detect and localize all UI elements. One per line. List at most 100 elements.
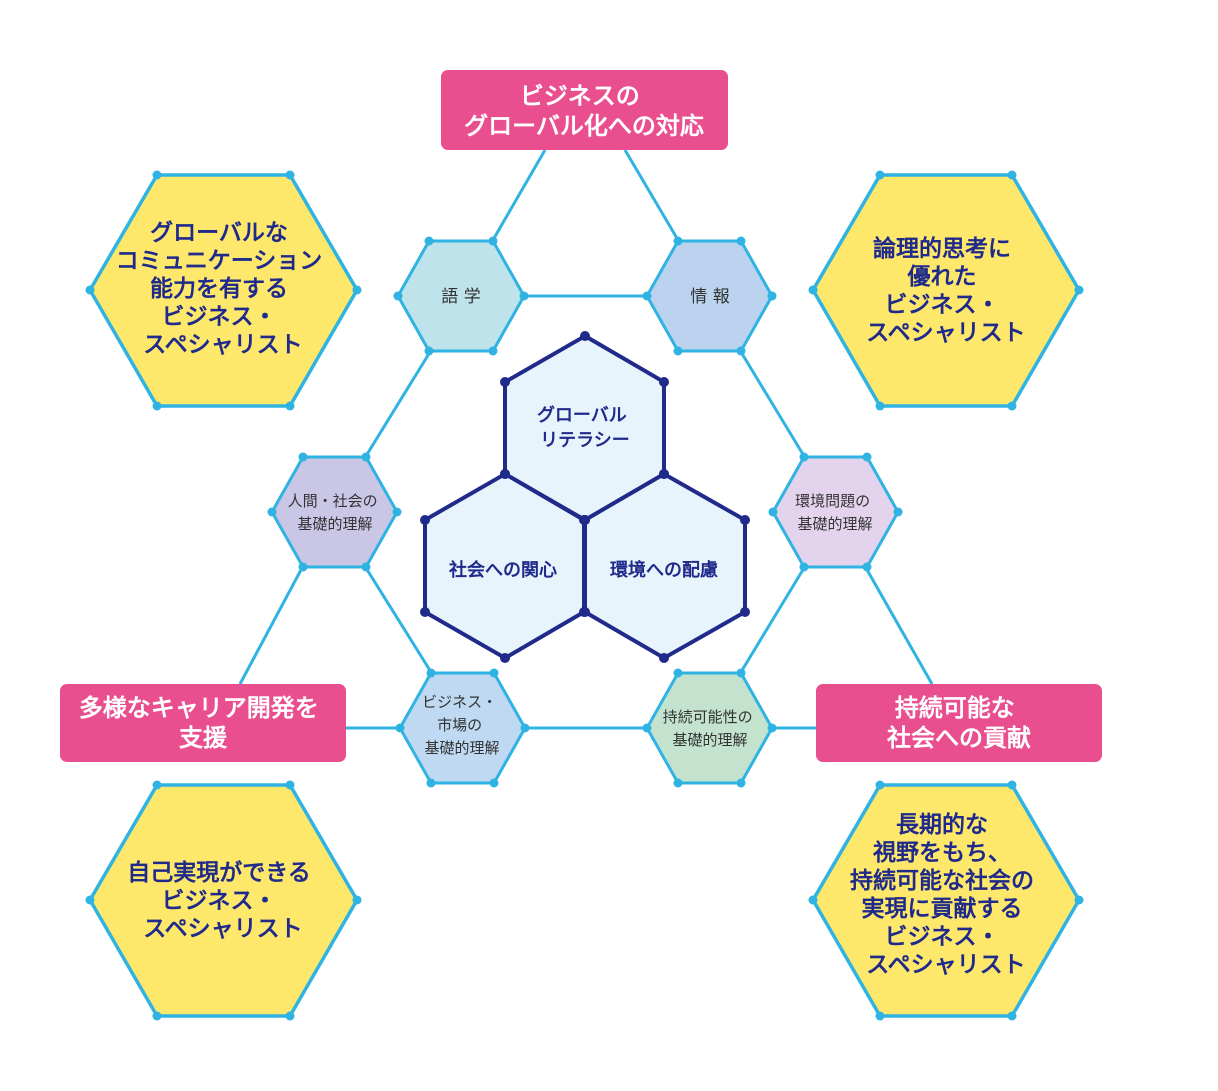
vertex-dot (488, 346, 498, 356)
specialist-line: スペシャリスト (143, 916, 302, 942)
subject-line: 基礎的理解 (672, 731, 747, 749)
connector-line (238, 567, 304, 685)
subject-line: ビジネス・ (422, 693, 497, 711)
vertex-dot (500, 469, 510, 479)
vertex-dot (298, 562, 308, 572)
subject-text-environment: 環境問題の 基礎的理解 (795, 492, 875, 533)
specialist-line: 自己実現ができる (127, 859, 311, 886)
vertex-dot (392, 507, 402, 517)
vertex-dot (893, 507, 903, 517)
goal-line: 社会への貢献 (887, 724, 1031, 752)
subject-line: 基礎的理解 (297, 515, 372, 533)
vertex-dot (420, 607, 430, 617)
core-text-left: 社会への関心 (449, 559, 557, 581)
vertex-dot (862, 562, 872, 572)
goal-right: 持続可能な 社会への貢献 (816, 684, 1102, 762)
specialist-bottom-right: 長期的な 視野をもち、 持続可能な社会の 実現に貢献する ビジネス・ スペシャリ… (810, 783, 1082, 1018)
subject-line: 環境問題の (795, 492, 870, 510)
goal-line: ビジネスの (520, 82, 640, 110)
subject-hexagon (270, 455, 399, 569)
subject-sustainability: 持続可能性の 基礎的理解 (645, 671, 774, 785)
specialist-line: 論理的思考に (873, 235, 1011, 262)
subject-human-society: 人間・社会の 基礎的理解 (270, 455, 399, 569)
subject-line: 持続可能性の (663, 708, 753, 726)
specialist-line: ビジネス・ (161, 304, 276, 330)
vertex-dot (298, 452, 308, 462)
vertex-dot (673, 778, 683, 788)
vertex-dot (767, 291, 777, 301)
connector-line (364, 351, 432, 457)
specialist-top-right: 論理的思考に 優れた ビジネス・ スペシャリスト (810, 173, 1082, 408)
connector-line (739, 351, 806, 457)
vertex-dot (736, 236, 746, 246)
vertex-dot (736, 668, 746, 678)
vertex-dot (580, 515, 590, 525)
goal-text-top: ビジネスの グローバル化への対応 (464, 82, 704, 140)
specialist-line: ビジネス・ (161, 888, 276, 914)
vertex-dot (1007, 401, 1017, 411)
specialist-line: 持続可能な社会の (850, 867, 1034, 894)
goal-box (60, 684, 346, 762)
vertex-dot (500, 653, 510, 663)
vertex-dot (361, 562, 371, 572)
vertex-dot (488, 236, 498, 246)
goal-text-left: 多様なキャリア開発を 支援 (79, 694, 327, 752)
vertex-dot (659, 469, 669, 479)
vertex-dot (489, 778, 499, 788)
vertex-dot (1007, 780, 1017, 790)
specialist-line: ビジネス・ (884, 292, 999, 318)
vertex-dot (395, 723, 405, 733)
vertex-dot (799, 452, 809, 462)
subject-language: 語 学 (396, 239, 526, 353)
specialist-line: 長期的な (896, 811, 988, 838)
subject-hexagon (771, 455, 900, 569)
vertex-dot (740, 515, 750, 525)
connector-line (364, 567, 433, 673)
connector-line (864, 567, 934, 685)
vertex-dot (424, 236, 434, 246)
subject-line: 語 学 (441, 287, 480, 307)
vertex-dot (767, 723, 777, 733)
vertex-dot (152, 780, 162, 790)
connector-line (491, 149, 547, 241)
core-line: グローバル (537, 404, 627, 426)
specialist-line: 優れた (906, 264, 976, 290)
vertex-dot (580, 607, 590, 617)
specialist-text-bottom-right: 長期的な 視野をもち、 持続可能な社会の 実現に貢献する ビジネス・ スペシャリ… (850, 811, 1042, 978)
specialist-bottom-left: 自己実現ができる ビジネス・ スペシャリスト (87, 783, 360, 1018)
subject-line: 基礎的理解 (424, 739, 499, 757)
subject-hexagon (645, 671, 774, 785)
vertex-dot (862, 452, 872, 462)
subject-line: 情 報 (690, 287, 729, 307)
vertex-dot (152, 170, 162, 180)
goal-line: 多様なキャリア開発を (79, 694, 319, 722)
vertex-dot (152, 1011, 162, 1021)
specialist-line: 能力を有する (150, 275, 288, 302)
vertex-dot (489, 668, 499, 678)
subject-business-market: ビジネス・ 市場の 基礎的理解 (398, 671, 527, 785)
subject-line: 市場の (437, 716, 482, 734)
vertex-dot (673, 668, 683, 678)
vertex-dot (285, 780, 295, 790)
specialist-line: コミュニケーション (116, 248, 323, 274)
specialist-text-top-right: 論理的思考に 優れた ビジネス・ スペシャリスト (866, 235, 1025, 346)
vertex-dot (1074, 895, 1084, 905)
specialist-line: 視野をもち、 (872, 840, 1011, 866)
vertex-dot (424, 346, 434, 356)
vertex-dot (642, 291, 652, 301)
vertex-dot (875, 170, 885, 180)
goal-box (441, 70, 728, 150)
goal-line: 持続可能な (895, 694, 1015, 722)
specialist-line: スペシャリスト (143, 332, 302, 358)
goal-box (816, 684, 1102, 762)
core-line: 環境への配慮 (610, 559, 718, 581)
core-text-right: 環境への配慮 (610, 559, 718, 581)
subject-text-sustainability: 持続可能性の 基礎的理解 (663, 708, 758, 749)
vertex-dot (673, 236, 683, 246)
vertex-dot (267, 507, 277, 517)
vertex-dot (659, 653, 669, 663)
vertex-dot (285, 170, 295, 180)
vertex-dot (519, 291, 529, 301)
vertex-dot (875, 780, 885, 790)
goal-left: 多様なキャリア開発を 支援 (60, 684, 346, 762)
